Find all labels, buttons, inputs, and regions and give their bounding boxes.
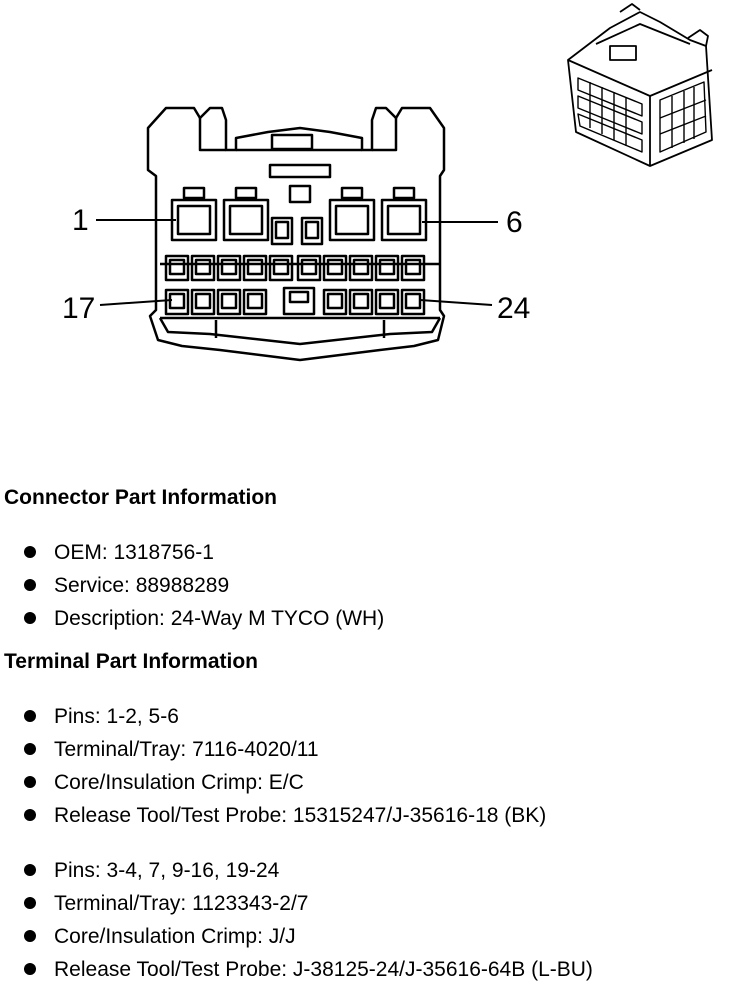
bullet-icon	[24, 546, 36, 558]
pin-callout-6: 6	[506, 206, 523, 239]
list-item: Terminal/Tray: 7116-4020/11	[22, 738, 546, 771]
pin-callout-17: 17	[62, 292, 95, 325]
list-item: Pins: 3-4, 7, 9-16, 19-24	[22, 859, 593, 892]
connector-isometric-thumbnail	[567, 3, 713, 167]
service-number: Service: 88988289	[54, 574, 230, 597]
leader-line-17	[99, 299, 173, 306]
list-item: Service: 88988289	[22, 574, 384, 607]
list-item: Core/Insulation Crimp: J/J	[22, 925, 593, 958]
list-item: Core/Insulation Crimp: E/C	[22, 771, 546, 804]
small-pin-cavities-3-4	[270, 216, 324, 246]
terminal-part-info-heading: Terminal Part Information	[4, 650, 258, 673]
bullet-icon	[24, 963, 36, 975]
release-tool-test-probe: Release Tool/Test Probe: 15315247/J-3561…	[54, 804, 547, 827]
core-insulation-crimp: Core/Insulation Crimp: J/J	[54, 925, 296, 948]
pins: Pins: 3-4, 7, 9-16, 19-24	[54, 859, 280, 882]
release-tool-test-probe: Release Tool/Test Probe: J-38125-24/J-35…	[54, 958, 593, 981]
bullet-icon	[24, 743, 36, 755]
pin-callout-1: 1	[72, 204, 89, 237]
pin-callout-24: 24	[497, 292, 530, 325]
bullet-icon	[24, 776, 36, 788]
core-insulation-crimp: Core/Insulation Crimp: E/C	[54, 771, 304, 794]
connector-part-info-list: OEM: 1318756-1 Service: 88988289 Descrip…	[22, 541, 384, 640]
leader-line-24	[419, 299, 493, 306]
bullet-icon	[24, 579, 36, 591]
bullet-icon	[24, 930, 36, 942]
terminal-group-2-list: Pins: 3-4, 7, 9-16, 19-24 Terminal/Tray:…	[22, 859, 593, 991]
list-item: Release Tool/Test Probe: J-38125-24/J-35…	[22, 958, 593, 991]
bullet-icon	[24, 897, 36, 909]
list-item: Description: 24-Way M TYCO (WH)	[22, 607, 384, 640]
bullet-icon	[24, 864, 36, 876]
bullet-icon	[24, 612, 36, 624]
list-item: Pins: 1-2, 5-6	[22, 705, 546, 738]
bullet-icon	[24, 809, 36, 821]
terminal-tray: Terminal/Tray: 7116-4020/11	[54, 738, 319, 761]
bullet-icon	[24, 710, 36, 722]
terminal-group-1-list: Pins: 1-2, 5-6 Terminal/Tray: 7116-4020/…	[22, 705, 546, 837]
large-pin-cavities	[170, 186, 428, 242]
connector-description: Description: 24-Way M TYCO (WH)	[54, 607, 385, 630]
oem-number: OEM: 1318756-1	[54, 541, 214, 564]
list-item: Release Tool/Test Probe: 15315247/J-3561…	[22, 804, 546, 837]
terminal-tray: Terminal/Tray: 1123343-2/7	[54, 892, 309, 915]
list-item: Terminal/Tray: 1123343-2/7	[22, 892, 593, 925]
pins: Pins: 1-2, 5-6	[54, 705, 179, 728]
connector-face-outline	[146, 106, 446, 362]
connector-part-info-heading: Connector Part Information	[4, 486, 278, 509]
connector-diagram: 1 6 17 24	[62, 3, 713, 362]
small-pin-cavities-row-2	[164, 254, 426, 282]
list-item: OEM: 1318756-1	[22, 541, 384, 574]
small-pin-cavities-row-3	[164, 286, 426, 316]
